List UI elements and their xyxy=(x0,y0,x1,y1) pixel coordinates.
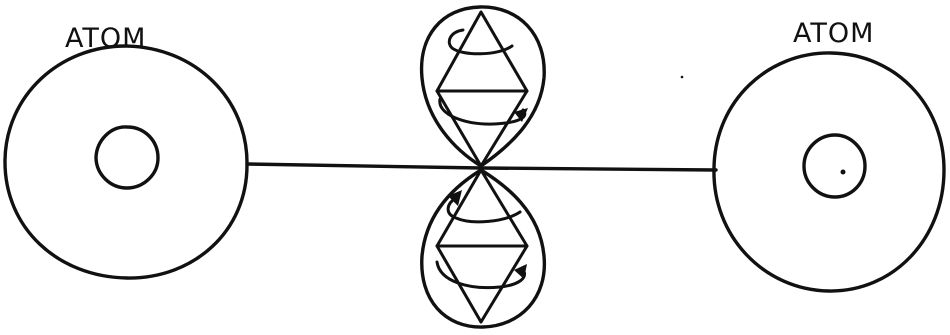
right-atom: ATOM xyxy=(714,18,944,291)
right-atom-label: ATOM xyxy=(793,18,874,49)
lower-orbital-lobe xyxy=(422,170,545,327)
bond-line-right xyxy=(481,168,716,170)
left-atom-outer-circle xyxy=(5,46,247,278)
right-atom-outer-circle xyxy=(714,53,944,291)
upper-orbital-lobe xyxy=(422,7,545,166)
left-atom-nucleus xyxy=(96,127,158,188)
upper-rotation-arrow-top xyxy=(449,30,512,54)
left-atom-label: ATOM xyxy=(65,23,146,54)
left-atom: ATOM xyxy=(5,23,247,278)
bond-line-left xyxy=(247,164,481,168)
right-atom-nucleus-dot xyxy=(841,170,846,175)
right-atom-nucleus xyxy=(804,135,865,197)
stray-mark xyxy=(681,76,684,79)
